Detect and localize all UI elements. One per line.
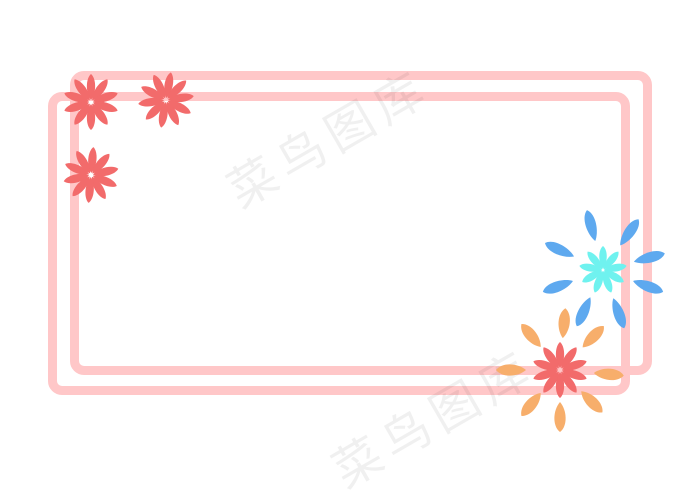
red-flower-icon (63, 74, 119, 130)
back-frame (70, 71, 652, 375)
red-flower-icon (532, 342, 588, 398)
cyan-flower-icon (578, 246, 628, 294)
red-flower-icon (137, 71, 195, 129)
orange-burst-icon (496, 307, 625, 432)
flowers-layer (62, 71, 667, 432)
front-frame (48, 92, 630, 395)
red-flower-icon (62, 146, 120, 204)
blue-burst-icon (541, 208, 667, 331)
frame-graphic: 菜鸟图库 菜鸟图库 (48, 59, 667, 500)
